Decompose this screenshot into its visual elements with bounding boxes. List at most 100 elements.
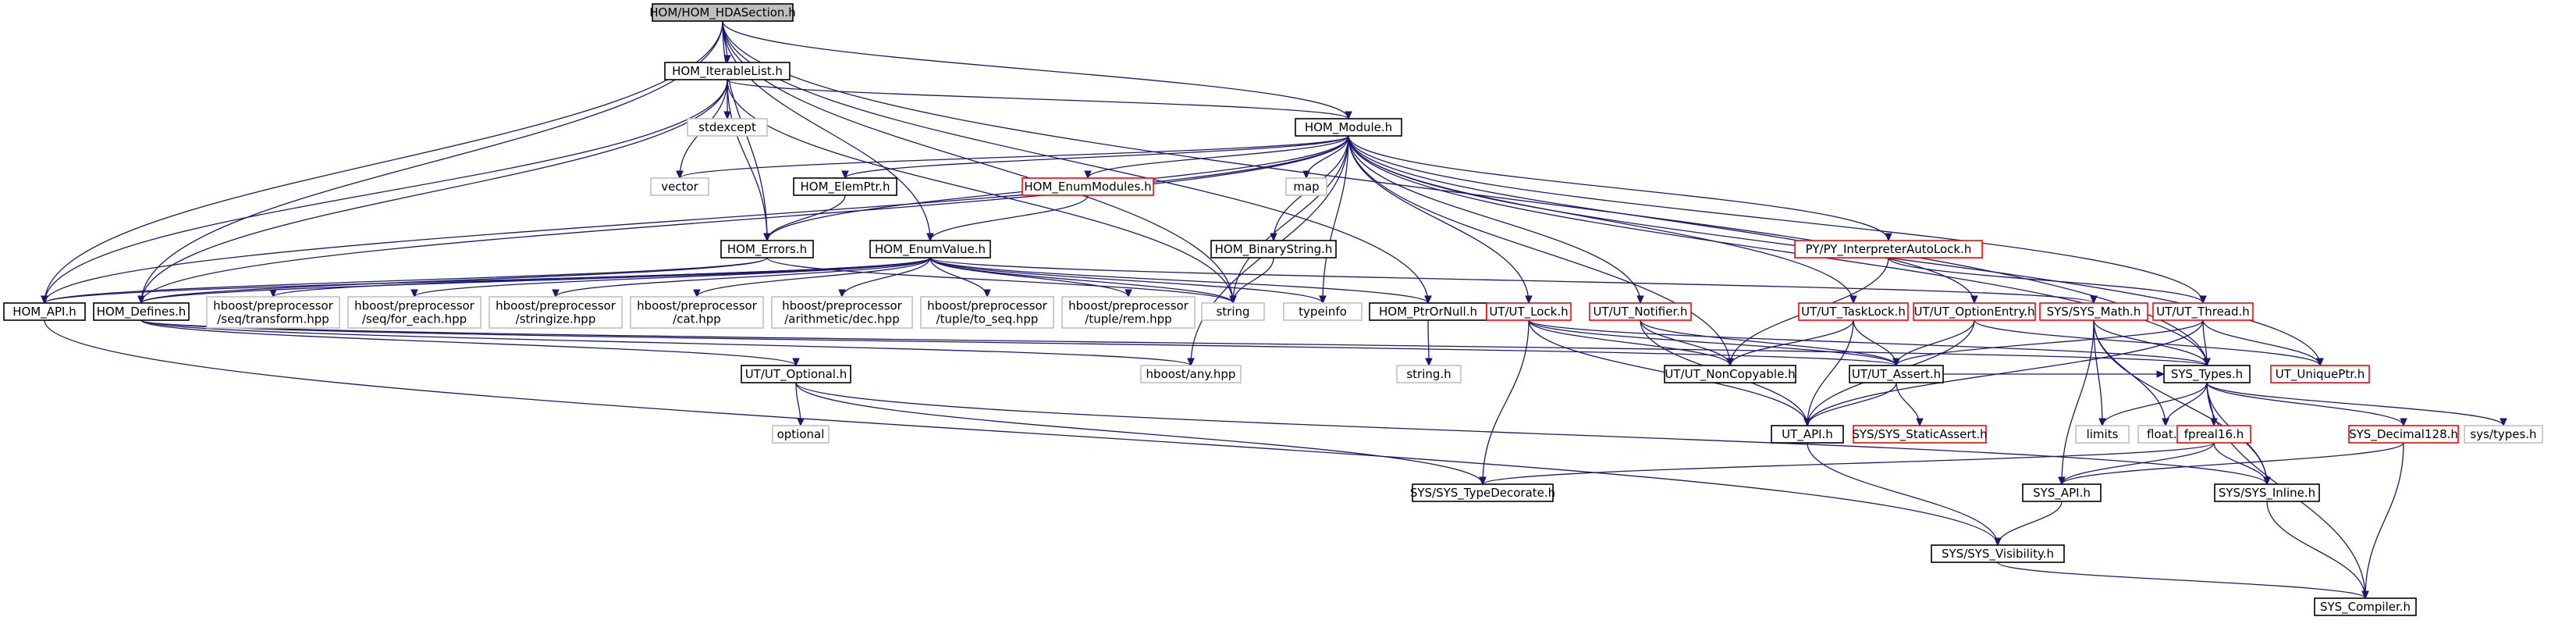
edge-utoptional-to-optional <box>795 382 805 427</box>
node-module[interactable]: HOM_Module.h <box>1295 118 1402 137</box>
node-iterable[interactable]: HOM_IterableList.h <box>664 62 791 80</box>
edge-enumvalue-to-pp_foreach <box>410 257 931 298</box>
node-label: hboost/preprocessor <box>782 299 903 313</box>
edge-arrowhead <box>2098 418 2106 427</box>
edge-line <box>44 257 768 304</box>
edge-line <box>722 20 1234 304</box>
edge-module-to-map <box>1302 135 1349 180</box>
edge-line <box>722 20 1429 304</box>
edge-arrowhead <box>1849 295 1857 305</box>
node-typeinfo: typeinfo <box>1283 302 1363 321</box>
edge-line <box>140 135 1349 304</box>
node-box <box>206 296 340 329</box>
node-ptrornull[interactable]: HOM_PtrOrNull.h <box>1369 302 1487 321</box>
node-string: string <box>1201 302 1265 321</box>
edge-enumvalue-to-pp_dec <box>838 257 931 298</box>
node-uttasklock[interactable]: UT/UT_TaskLock.h <box>1798 302 1909 321</box>
node-label: UT/UT_Notifier.h <box>1593 305 1687 319</box>
node-pp_toseq: hboost/preprocessor/tuple/to_seq.hpp <box>920 296 1054 329</box>
node-sysmath[interactable]: SYS/SYS_Math.h <box>2039 302 2148 321</box>
node-box <box>1285 177 1327 196</box>
edges-layer <box>41 20 2507 600</box>
edge-module-to-systypes <box>1348 135 2211 367</box>
node-elemptr[interactable]: HOM_ElemPtr.h <box>793 177 897 196</box>
node-sysapi[interactable]: SYS_API.h <box>2022 483 2102 502</box>
edge-arrowhead <box>693 289 701 298</box>
edge-arrowhead <box>2500 418 2507 427</box>
node-box <box>741 365 851 383</box>
edge-line <box>2061 319 2095 485</box>
node-box <box>1486 302 1572 321</box>
edge-defines-to-utoptional <box>140 319 800 367</box>
node-pyinterp[interactable]: PY/PY_InterpreterAutoLock.h <box>1794 240 1983 259</box>
edge-module-to-utnotifier <box>1348 135 1644 305</box>
node-box <box>2270 365 2370 383</box>
edge-arrowhead <box>723 111 731 120</box>
node-utthread[interactable]: UT/UT_Thread.h <box>2152 302 2254 321</box>
node-sysinline[interactable]: SYS/SYS_Inline.h <box>2214 483 2320 502</box>
node-box <box>2152 302 2254 321</box>
edge-line <box>1348 135 2204 304</box>
node-utassert[interactable]: UT/UT_Assert.h <box>1849 365 1944 383</box>
node-utoptionentry[interactable]: UT/UT_OptionEntry.h <box>1913 302 2036 321</box>
node-enumvalue[interactable]: HOM_EnumValue.h <box>869 240 991 259</box>
node-defines[interactable]: HOM_Defines.h <box>93 302 190 321</box>
node-label: hboost/preprocessor <box>927 299 1048 313</box>
node-root[interactable]: HOM/HOM_HDASection.h <box>649 3 796 22</box>
node-stdexcept: stdexcept <box>687 118 768 137</box>
node-visibility[interactable]: SYS/SYS_Visibility.h <box>1931 544 2065 563</box>
edge-line <box>1528 319 1897 366</box>
edge-line <box>766 194 846 241</box>
node-staticassert[interactable]: SYS/SYS_StaticAssert.h <box>1852 425 1988 444</box>
edge-arrowhead <box>1892 358 1900 367</box>
edge-utthread-to-uniqueptr <box>2202 319 2324 367</box>
node-label: stdexcept <box>698 120 756 134</box>
edge-line <box>1896 382 1920 426</box>
node-box <box>1589 302 1692 321</box>
node-decimal128[interactable]: SYS_Decimal128.h <box>2348 425 2459 444</box>
edge-root-to-homapi <box>41 20 723 305</box>
node-label: hboost/preprocessor <box>354 299 475 313</box>
edge-uttasklock-to-utapi <box>1803 319 1854 427</box>
edge-arrowhead <box>926 233 934 242</box>
edge-iterable-to-defines <box>137 79 728 305</box>
edge-line <box>1482 442 2215 485</box>
node-box <box>3 302 86 321</box>
edge-line <box>140 319 797 366</box>
node-label: vector <box>661 180 698 194</box>
edge-fpreal16-to-sysinline <box>2213 442 2271 486</box>
node-binarystring[interactable]: HOM_BinaryString.h <box>1210 240 1337 259</box>
node-label: /cat.hpp <box>673 312 721 326</box>
edge-line <box>272 257 931 298</box>
edge-arrowhead <box>1970 295 1978 305</box>
node-compiler[interactable]: SYS_Compiler.h <box>2314 597 2417 616</box>
edge-root-to-ptrornull <box>722 20 1432 305</box>
edge-arrowhead <box>1726 358 1734 367</box>
node-label: SYS/SYS_Math.h <box>2047 305 2141 319</box>
edge-sysinline-to-compiler <box>2266 501 2369 600</box>
node-utapi[interactable]: UT_API.h <box>1771 425 1844 444</box>
edge-root-to-module <box>722 20 1352 120</box>
node-typedecorate[interactable]: SYS/SYS_TypeDecorate.h <box>1410 483 1555 502</box>
node-pp_stringize: hboost/preprocessor/stringize.hpp <box>489 296 623 329</box>
node-fpreal16[interactable]: fpreal16.h <box>2176 425 2251 444</box>
node-enummodules[interactable]: HOM_EnumModules.h <box>1022 177 1154 196</box>
edge-line <box>1896 319 2204 366</box>
node-noncopyable[interactable]: UT/UT_NonCopyable.h <box>1664 365 1796 383</box>
node-utnotifier[interactable]: UT/UT_Notifier.h <box>1589 302 1692 321</box>
edge-homapi-to-visibility <box>44 319 2002 547</box>
node-utlock[interactable]: UT/UT_Lock.h <box>1486 302 1572 321</box>
node-box <box>2314 597 2417 616</box>
edge-line <box>727 79 1349 119</box>
node-uniqueptr[interactable]: UT_UniquePtr.h <box>2270 365 2370 383</box>
edge-decimal128-to-compiler <box>2361 442 2404 600</box>
node-systypes[interactable]: SYS_Types.h <box>2163 365 2251 383</box>
edge-arrowhead <box>1187 358 1195 367</box>
node-label: hboost/preprocessor <box>1068 299 1189 313</box>
node-utoptional[interactable]: UT/UT_Optional.h <box>741 365 851 383</box>
edge-arrowhead <box>410 289 418 298</box>
node-homapi[interactable]: HOM_API.h <box>3 302 86 321</box>
node-errors[interactable]: HOM_Errors.h <box>720 240 814 259</box>
node-label: hboost/any.hpp <box>1146 367 1236 381</box>
node-optional: optional <box>772 425 830 444</box>
